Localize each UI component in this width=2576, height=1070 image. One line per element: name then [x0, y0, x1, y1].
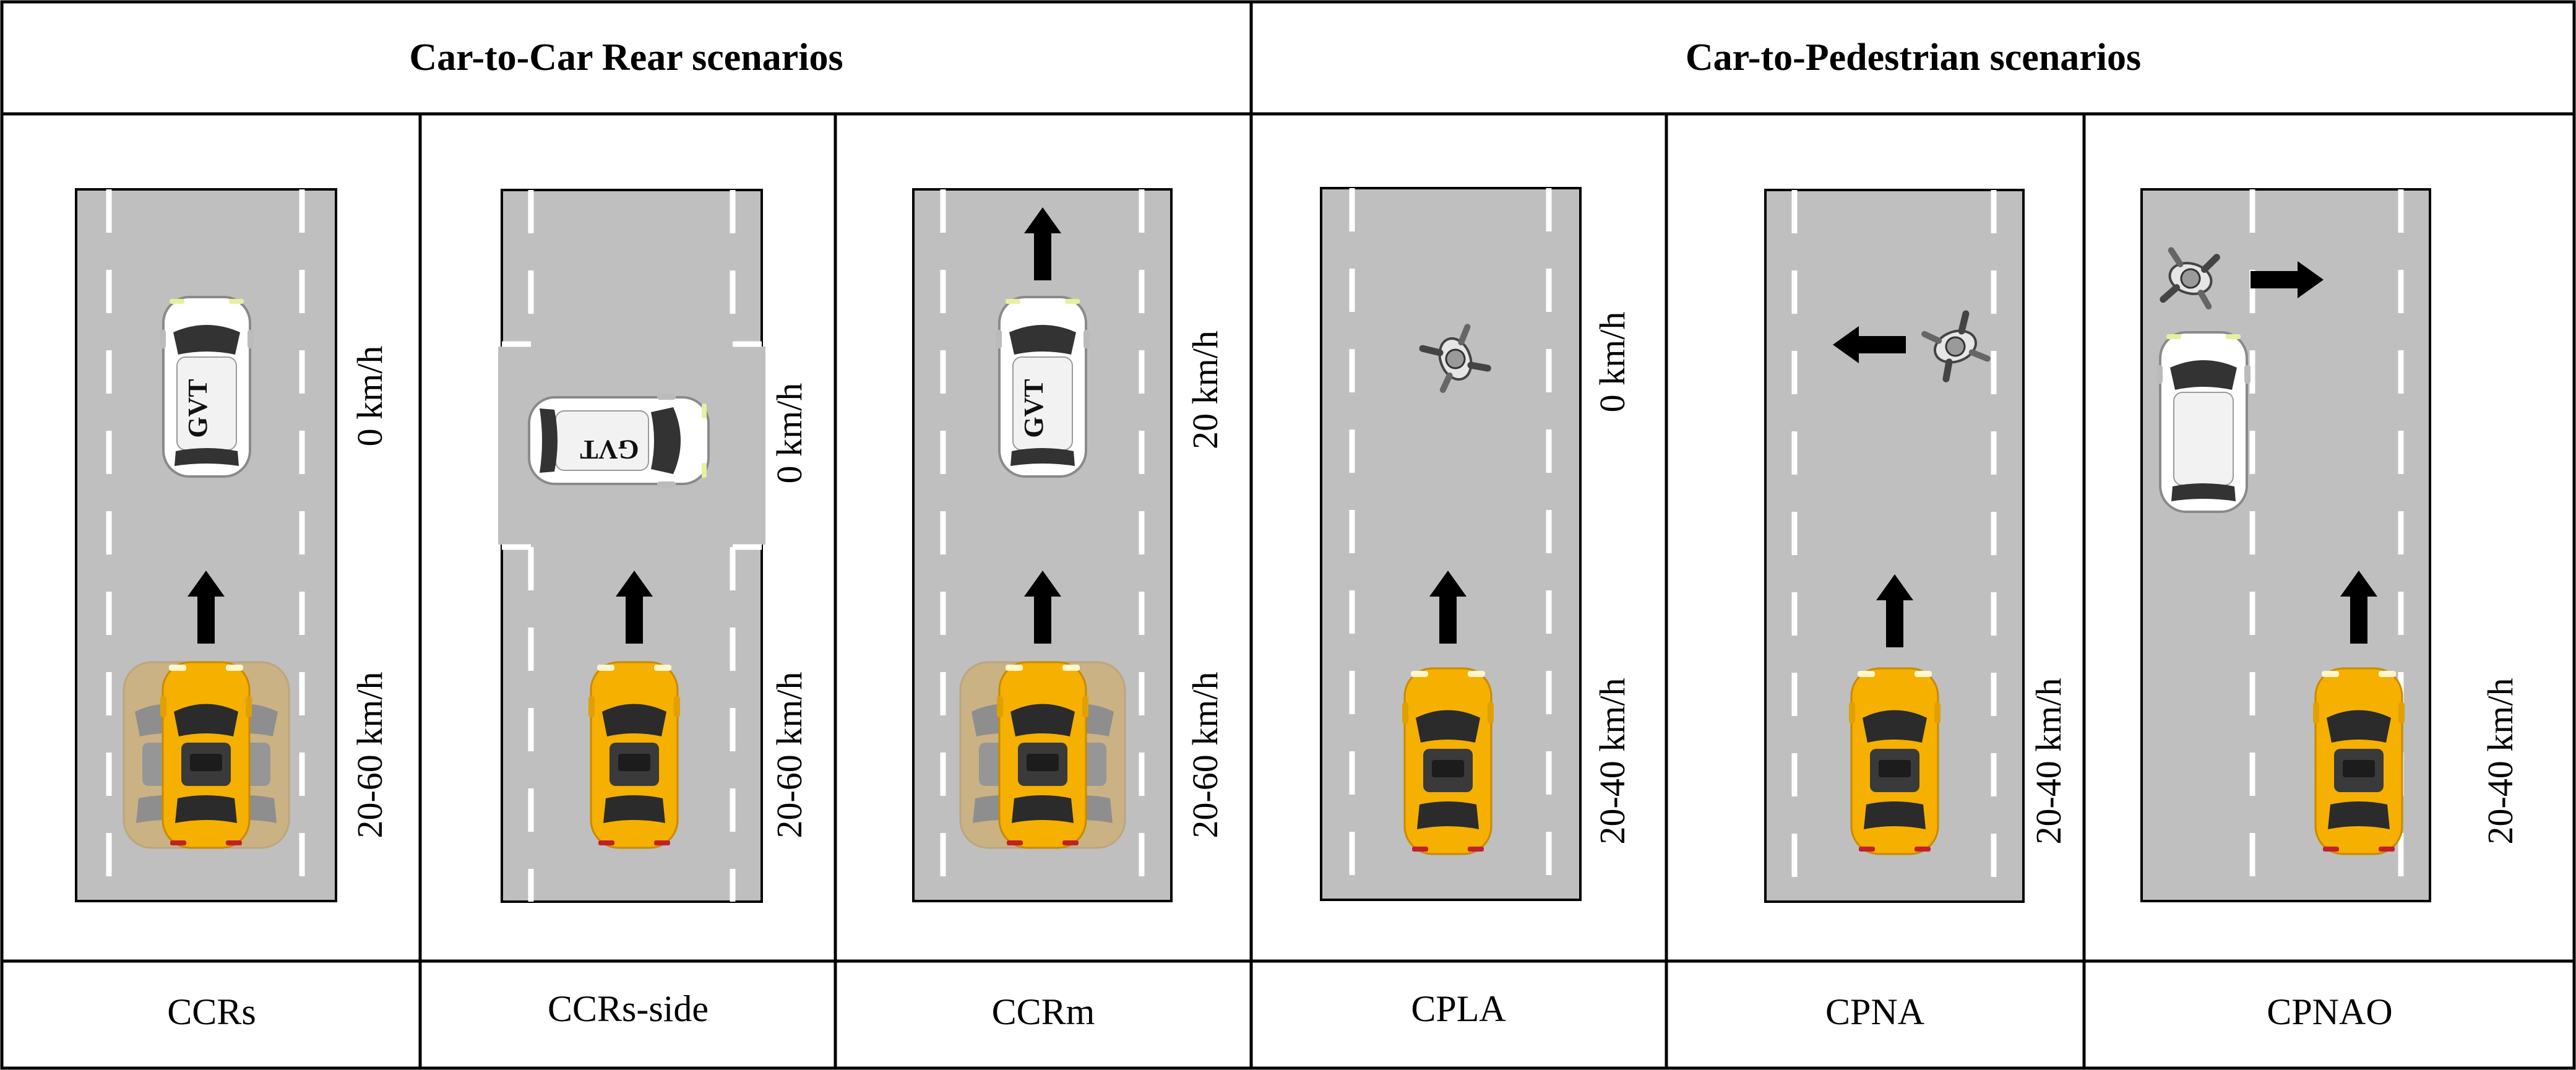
target-speed: 0 km/h — [350, 346, 390, 447]
panel-cpna: 20-40 km/h — [1764, 189, 2069, 903]
ego-car — [2312, 667, 2406, 855]
scenario-label-cpla: CPLA — [1411, 988, 1506, 1029]
target-car-label: GVT — [1019, 379, 1049, 438]
target-speed: 0 km/h — [769, 383, 809, 484]
ego-car — [996, 661, 1090, 849]
header-car-to-car: Car-to-Car Rear scenarios — [409, 37, 843, 79]
panel-cpnao: 20-40 km/h — [2140, 188, 2520, 902]
ego-speed: 20-60 km/h — [1185, 671, 1225, 838]
ego-speed: 20-40 km/h — [1592, 678, 1632, 844]
ego-car — [1848, 667, 1942, 855]
header-car-to-pedestrian: Car-to-Pedestrian scenarios — [1686, 37, 2141, 79]
scenario-label-ccrm: CCRm — [992, 991, 1095, 1032]
ego-speed: 20-40 km/h — [2480, 678, 2520, 844]
ego-car — [587, 661, 681, 849]
target-car-label: GVT — [183, 379, 213, 438]
ego-car — [159, 661, 253, 849]
ego-speed: 20-60 km/h — [350, 671, 390, 838]
ego-speed: 20-60 km/h — [769, 671, 809, 838]
panel-ccrs-side: GVT 0 km/h 20-60 km/h — [498, 189, 809, 903]
scenario-label-ccrs: CCRs — [167, 991, 256, 1032]
target-speed: 20 km/h — [1185, 330, 1225, 449]
target-speed: 0 km/h — [1592, 312, 1632, 413]
scenario-label-cpnao: CPNAO — [2267, 991, 2392, 1032]
scenario-label-cpna: CPNA — [1825, 991, 1924, 1032]
panel-ccrs: GVT 0 km/h 20-60 km/h — [75, 188, 390, 902]
panel-ccrm: GVT 20 km/h 20-60 km/h — [912, 188, 1225, 902]
obstructing-car — [2155, 331, 2252, 513]
ego-car — [1401, 667, 1495, 855]
scenario-label-ccrs-side: CCRs-side — [548, 988, 709, 1029]
ego-speed: 20-40 km/h — [2028, 678, 2069, 844]
panel-cpla: 0 km/h 20-40 km/h — [1320, 187, 1632, 901]
target-car-label: GVT — [580, 434, 639, 465]
